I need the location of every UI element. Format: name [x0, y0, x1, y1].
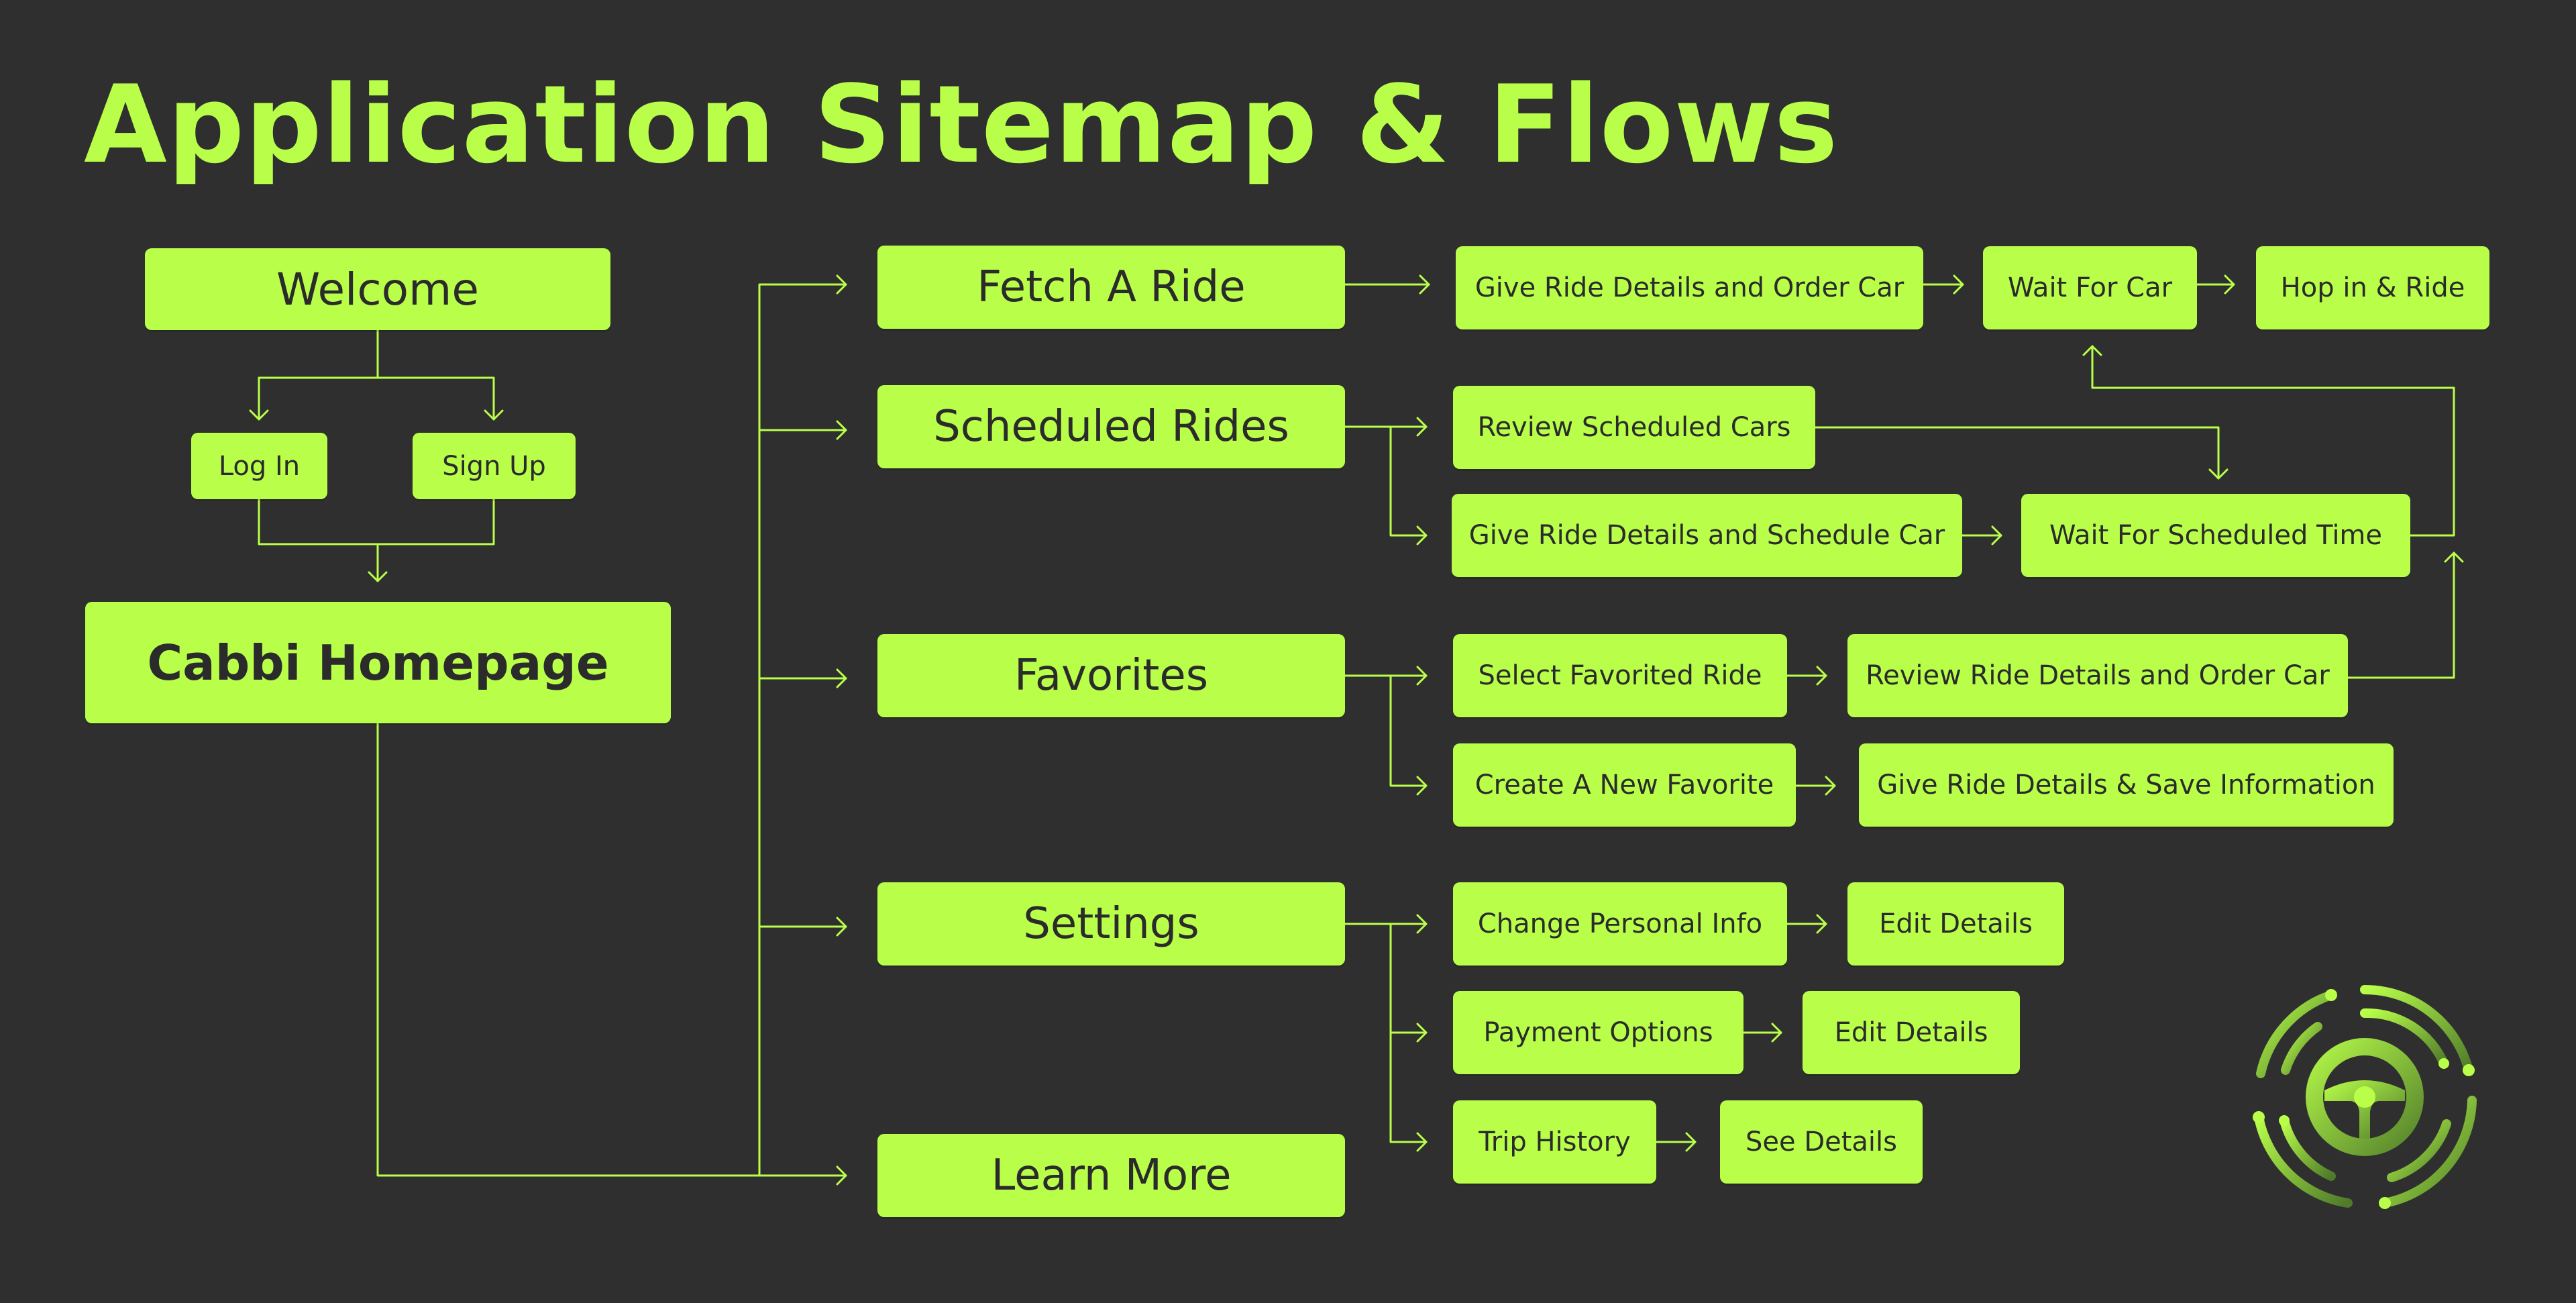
- node-give-ride-details-schedule-car: Give Ride Details and Schedule Car: [1452, 494, 1962, 577]
- node-give-ride-details-save-information: Give Ride Details & Save Information: [1859, 743, 2394, 827]
- node-log-in: Log In: [191, 433, 327, 499]
- node-learn-more: Learn More: [877, 1134, 1345, 1217]
- node-edit-details-payment: Edit Details: [1803, 991, 2020, 1074]
- node-favorites: Favorites: [877, 634, 1345, 717]
- node-change-personal-info: Change Personal Info: [1453, 882, 1787, 966]
- node-settings: Settings: [877, 882, 1345, 966]
- node-select-favorited-ride: Select Favorited Ride: [1453, 634, 1787, 717]
- node-welcome: Welcome: [145, 248, 610, 330]
- steering-wheel-circuit-logo-icon: [2253, 985, 2477, 1209]
- page-title: Application Sitemap & Flows: [84, 62, 1839, 187]
- node-sign-up: Sign Up: [413, 433, 576, 499]
- node-hop-in-ride: Hop in & Ride: [2256, 246, 2489, 329]
- node-cabbi-homepage: Cabbi Homepage: [85, 602, 671, 723]
- node-review-scheduled-cars: Review Scheduled Cars: [1453, 386, 1815, 469]
- node-payment-options: Payment Options: [1453, 991, 1743, 1074]
- node-edit-details-personal: Edit Details: [1847, 882, 2064, 966]
- node-see-details: See Details: [1720, 1100, 1923, 1184]
- node-trip-history: Trip History: [1453, 1100, 1656, 1184]
- node-wait-for-car: Wait For Car: [1983, 246, 2197, 329]
- node-scheduled-rides: Scheduled Rides: [877, 385, 1345, 468]
- node-fetch-a-ride: Fetch A Ride: [877, 246, 1345, 329]
- node-create-a-new-favorite: Create A New Favorite: [1453, 743, 1796, 827]
- node-give-ride-details-order-car: Give Ride Details and Order Car: [1456, 246, 1923, 329]
- node-wait-for-scheduled-time: Wait For Scheduled Time: [2021, 494, 2410, 577]
- node-review-ride-details-order-car: Review Ride Details and Order Car: [1847, 634, 2348, 717]
